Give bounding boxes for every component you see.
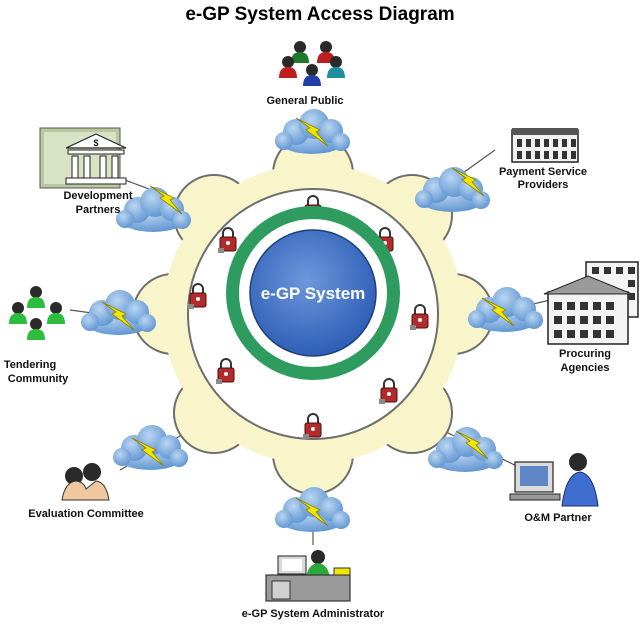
tendering-community-label-line1: Tendering	[4, 359, 56, 371]
user-group-icon	[279, 41, 345, 86]
admin-desk-icon	[265, 550, 351, 602]
system-admin-label: e-GP System Administrator	[242, 608, 385, 620]
bank-icon: $	[39, 127, 127, 189]
om-partner-node[interactable]: O&M Partner	[509, 453, 599, 524]
tendering-community-node[interactable]: Tendering Community	[4, 286, 69, 385]
computer-operator-icon	[509, 453, 599, 507]
general-public-label: General Public	[266, 95, 343, 107]
procuring-agencies-node[interactable]: Procuring Agencies	[543, 261, 639, 374]
om-partner-label: O&M Partner	[524, 512, 592, 524]
procuring-agencies-label-line2: Agencies	[561, 362, 610, 374]
development-partners-label-line1: Development	[63, 190, 132, 202]
procuring-agencies-label-line1: Procuring	[559, 348, 611, 360]
svg-text:$: $	[93, 138, 98, 148]
center-label: e-GP System	[261, 284, 366, 303]
payment-providers-label-line2: Providers	[518, 179, 569, 191]
development-partners-label-line2: Partners	[76, 204, 121, 216]
green-users-icon	[9, 286, 65, 340]
center-node[interactable]	[249, 229, 377, 357]
people-pair-icon	[61, 463, 110, 501]
evaluation-committee-node[interactable]: Evaluation Committee	[28, 463, 144, 520]
diagram-title: e-GP System Access Diagram	[185, 4, 455, 25]
development-partners-node[interactable]: $ Development Partners	[39, 127, 133, 216]
payment-providers-node[interactable]: Payment Service Providers	[499, 128, 587, 191]
payment-providers-label-line1: Payment Service	[499, 166, 587, 178]
general-public-node[interactable]: General Public	[266, 41, 345, 107]
system-admin-node[interactable]: e-GP System Administrator	[242, 550, 385, 620]
evaluation-committee-label: Evaluation Committee	[28, 508, 144, 520]
tendering-community-label-line2: Community	[8, 373, 69, 385]
office-building-icon	[511, 128, 579, 163]
tall-building-icon	[543, 261, 639, 345]
